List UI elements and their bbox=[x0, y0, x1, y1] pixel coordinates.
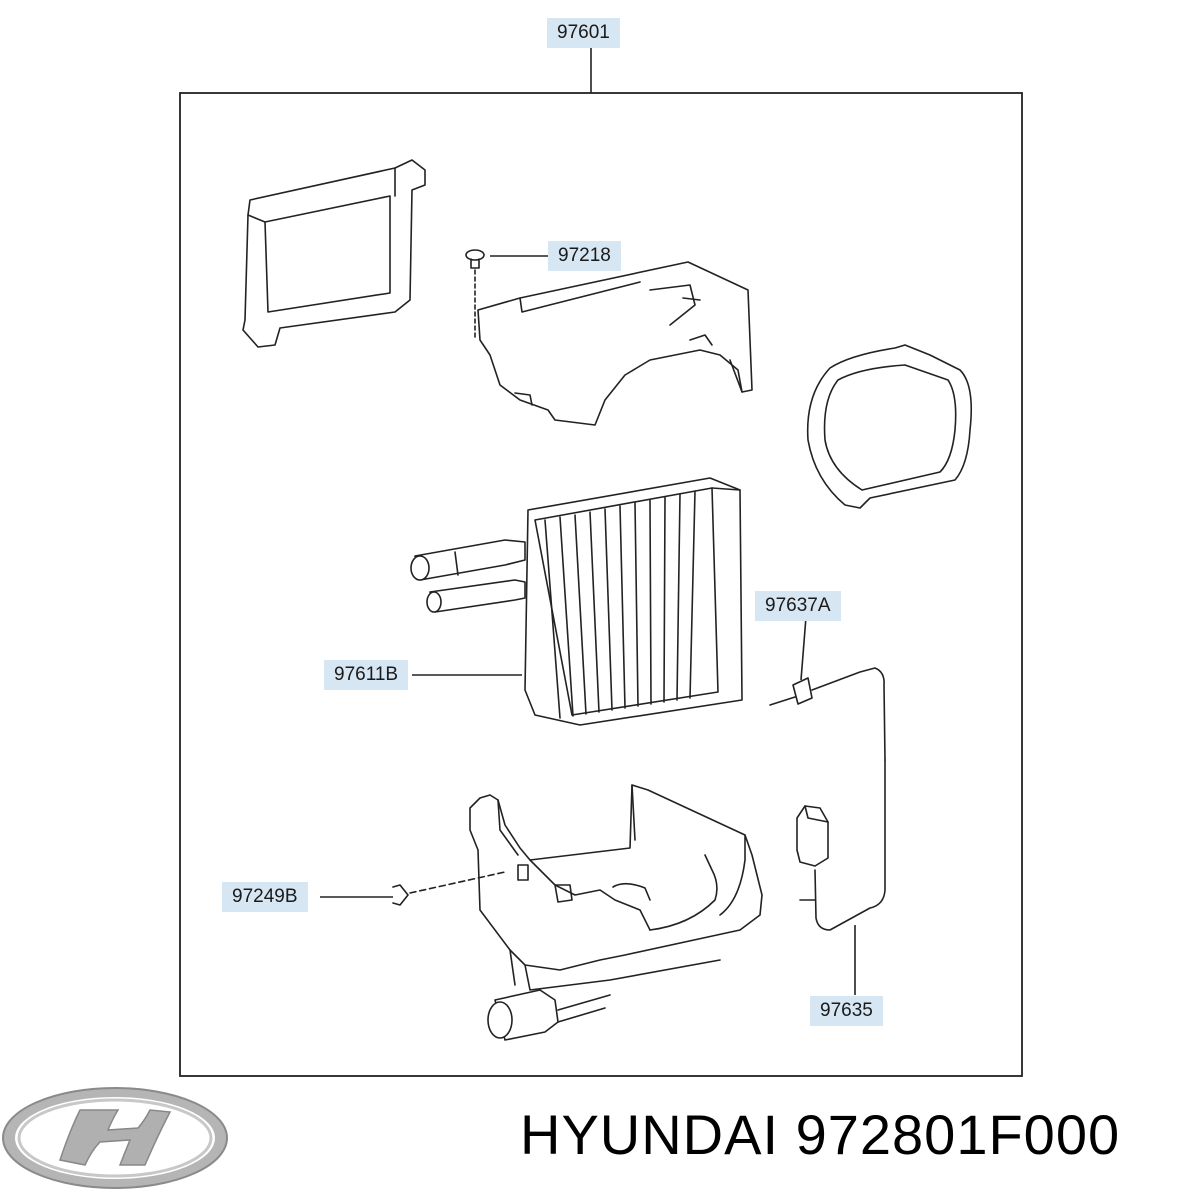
footer-title: HYUNDAI 972801F000 bbox=[520, 1102, 1120, 1167]
gasket-right bbox=[806, 344, 973, 509]
label-evaporator-core: 97611B bbox=[324, 660, 409, 690]
leader-sensor-clip bbox=[800, 616, 807, 681]
sensor-connector bbox=[796, 805, 829, 901]
label-screw: 97218 bbox=[548, 241, 621, 271]
sensor-probe bbox=[769, 667, 886, 931]
part-number: 972801F000 bbox=[795, 1103, 1121, 1166]
gasket-left bbox=[242, 159, 426, 348]
clip-part bbox=[392, 871, 506, 906]
label-sensor-wire: 97635 bbox=[810, 996, 883, 1026]
label-sensor-clip: 97637A bbox=[755, 591, 841, 621]
upper-case bbox=[477, 261, 753, 426]
drain-cylinder bbox=[487, 989, 611, 1041]
evaporator-core bbox=[410, 477, 743, 726]
diagram-frame bbox=[179, 92, 1023, 1077]
screw-part bbox=[465, 249, 485, 341]
brand-name: HYUNDAI bbox=[520, 1103, 780, 1166]
lower-case bbox=[469, 784, 763, 991]
hyundai-logo bbox=[2, 1087, 228, 1189]
label-assembly: 97601 bbox=[547, 18, 620, 48]
label-clip: 97249B bbox=[222, 882, 308, 912]
